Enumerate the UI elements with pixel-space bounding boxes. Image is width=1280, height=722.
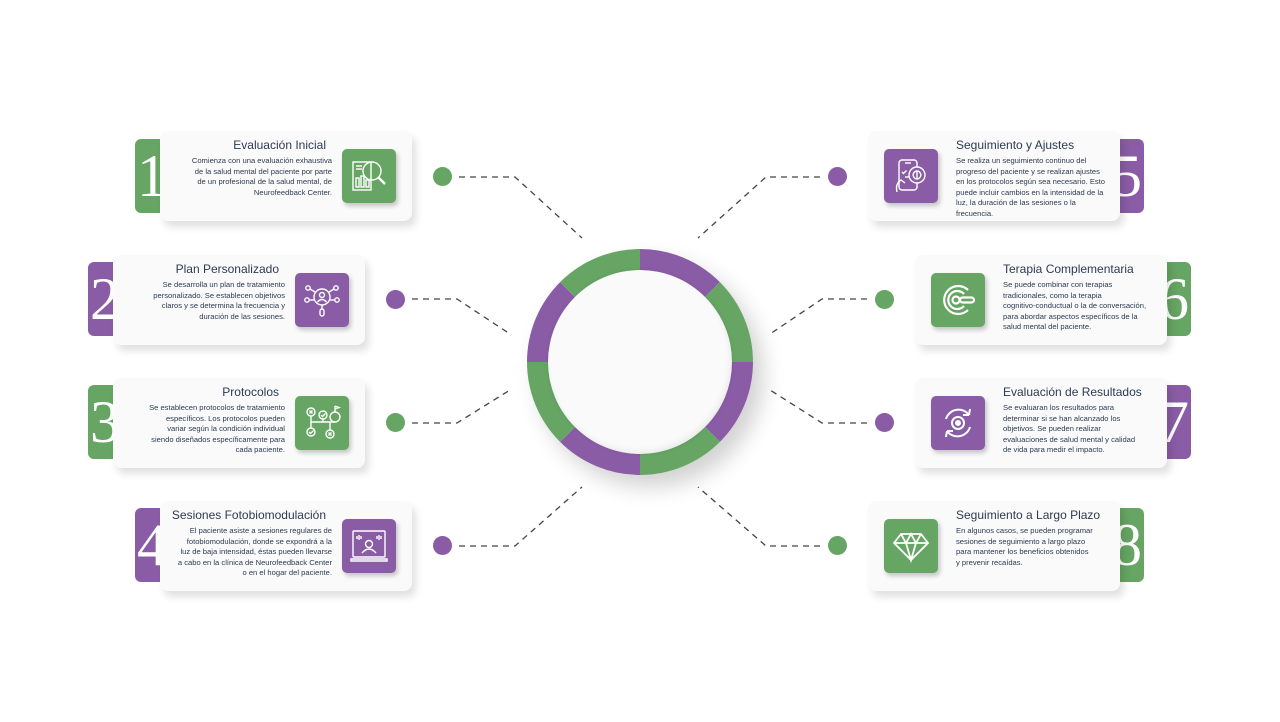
description-line: o en el hogar del paciente. [242, 568, 332, 578]
step-3-card: Protocolos Se establecen protocolos de t… [113, 378, 365, 468]
connector-6 [769, 298, 867, 335]
ring-segment-7 [527, 282, 577, 362]
description-line: El paciente asiste a sesiones regulares … [189, 526, 332, 535]
description-line: de vida para medir el impacto. [1003, 445, 1105, 455]
step-6-card: Terapia Complementaria Se puede combinar… [915, 255, 1167, 345]
connector-2 [412, 298, 511, 335]
connector-dot-7 [875, 413, 894, 432]
connector-dot-1 [433, 167, 452, 186]
radar-target-icon [931, 273, 985, 327]
description-line: de la salud mental del paciente por part… [194, 166, 332, 176]
step-7-card: Evaluación de Resultados Se evaluaran lo… [915, 378, 1167, 468]
connector-7 [769, 389, 867, 424]
connector-dot-4 [433, 536, 452, 555]
description-line: frecuencia. [956, 208, 994, 218]
step-2-title: Plan Personalizado [175, 262, 279, 276]
description-line: específicos. Los protocolos pueden [165, 413, 285, 423]
description-line: Se puede combinar con terapias [1003, 280, 1113, 289]
connector-dot-8 [828, 536, 847, 555]
description-line: sesiones de seguimiento a largo plazo [956, 536, 1086, 546]
ring-segment-4 [640, 425, 720, 475]
ring-segment-1 [640, 249, 720, 299]
description-line: Se evaluaran los resultados para [1003, 403, 1115, 412]
description-line: duración de las sesiones. [199, 311, 285, 321]
description-line: Se desarrolla un plan de tratamiento [162, 280, 285, 289]
description-line: Se realiza un seguimiento continuo del [956, 156, 1087, 165]
video-session-icon [342, 519, 396, 573]
description-line: luz, la duración de las sesiones o la [956, 198, 1076, 208]
description-line: cognitivo-conductual o la de conversació… [1003, 301, 1147, 311]
step-5-card: Seguimiento y Ajustes Se realiza un segu… [868, 131, 1120, 221]
step-1-title: Evaluación Inicial [233, 138, 326, 152]
step-8-card: Seguimiento a Largo Plazo En algunos cas… [868, 501, 1120, 591]
description-line: siendo diseñados específicamente para [151, 434, 285, 444]
connector-4 [459, 486, 583, 547]
connector-1 [459, 176, 583, 239]
description-line: En algunos casos, se pueden programar [956, 526, 1093, 535]
step-2-card: Plan Personalizado Se desarrolla un plan… [113, 255, 365, 345]
connector-3 [412, 389, 511, 424]
description-line: a cabo en la clínica de Neurofeedback Ce… [177, 557, 332, 567]
step-1-card: Evaluación Inicial Comienza con una eval… [160, 131, 412, 221]
ring-segments [527, 249, 753, 475]
connector-dot-6 [875, 290, 894, 309]
description-line: evaluaciones de salud mental y calidad [1003, 434, 1136, 444]
decision-path-icon [295, 396, 349, 450]
ring-segment-3 [703, 362, 753, 442]
ring-segment-2 [703, 282, 753, 362]
step-3-title: Protocolos [222, 385, 279, 399]
description-line: en los protocolos según sea necesario. E… [956, 177, 1106, 187]
step-8-title: Seguimiento a Largo Plazo [956, 508, 1101, 522]
description-line: de un profesional de la salud mental, de [197, 177, 332, 187]
connector-dot-5 [828, 167, 847, 186]
user-network-search-icon [295, 273, 349, 327]
description-line: progreso del paciente y se realizan ajus… [956, 166, 1100, 176]
refresh-target-icon [931, 396, 985, 450]
description-line: objetivos. Se pueden realizar [1003, 424, 1101, 434]
connector-8 [697, 486, 820, 547]
description-line: para abordar aspectos específicos de la [1003, 311, 1138, 321]
description-line: Neurofeedback Center. [253, 187, 332, 197]
description-line: salud mental del paciente. [1003, 322, 1092, 332]
description-line: y prevenir recaídas. [956, 557, 1023, 567]
step-4-card: Sesiones Fotobiomodulación El paciente a… [160, 501, 412, 591]
description-line: determinar si se han alcanzado los [1003, 413, 1121, 423]
ring-segment-5 [560, 425, 640, 475]
connector-5 [697, 176, 820, 239]
step-6-title: Terapia Complementaria [1003, 262, 1134, 276]
central-ring [527, 249, 753, 475]
description-line: tradicionales, como la terapia [1003, 290, 1102, 300]
description-line: Comienza con una evaluación exhaustiva [191, 156, 332, 165]
step-7-title: Evaluación de Resultados [1003, 385, 1142, 399]
step-4-description: El paciente asiste a sesiones regulares … [160, 526, 332, 579]
description-line: puede incluir cambios en la intensidad d… [956, 187, 1104, 197]
description-line: claros y se determina la frecuencia y [161, 301, 285, 311]
ring-segment-6 [527, 362, 577, 442]
description-line: variar según la condición individual [167, 424, 285, 434]
step-4-title: Sesiones Fotobiomodulación [171, 508, 326, 522]
description-line: personalizado. Se establecen objetivos [153, 290, 285, 300]
diamond-icon [884, 519, 938, 573]
phone-brain-icon [884, 149, 938, 203]
description-line: para mantener los beneficios obtenidos [956, 547, 1089, 557]
step-5-title: Seguimiento y Ajustes [956, 138, 1075, 152]
ring-segment-8 [560, 249, 640, 299]
ring-center [548, 270, 732, 454]
connector-dot-3 [386, 413, 405, 432]
description-line: Se establecen protocolos de tratamiento [149, 403, 285, 412]
description-line: luz de baja intensidad, éstas pueden lle… [180, 547, 332, 557]
description-line: fotobiomodulación, donde se expondrá a l… [186, 536, 332, 546]
report-magnifier-icon [342, 149, 396, 203]
connector-dot-2 [386, 290, 405, 309]
description-line: cada paciente. [235, 445, 285, 455]
